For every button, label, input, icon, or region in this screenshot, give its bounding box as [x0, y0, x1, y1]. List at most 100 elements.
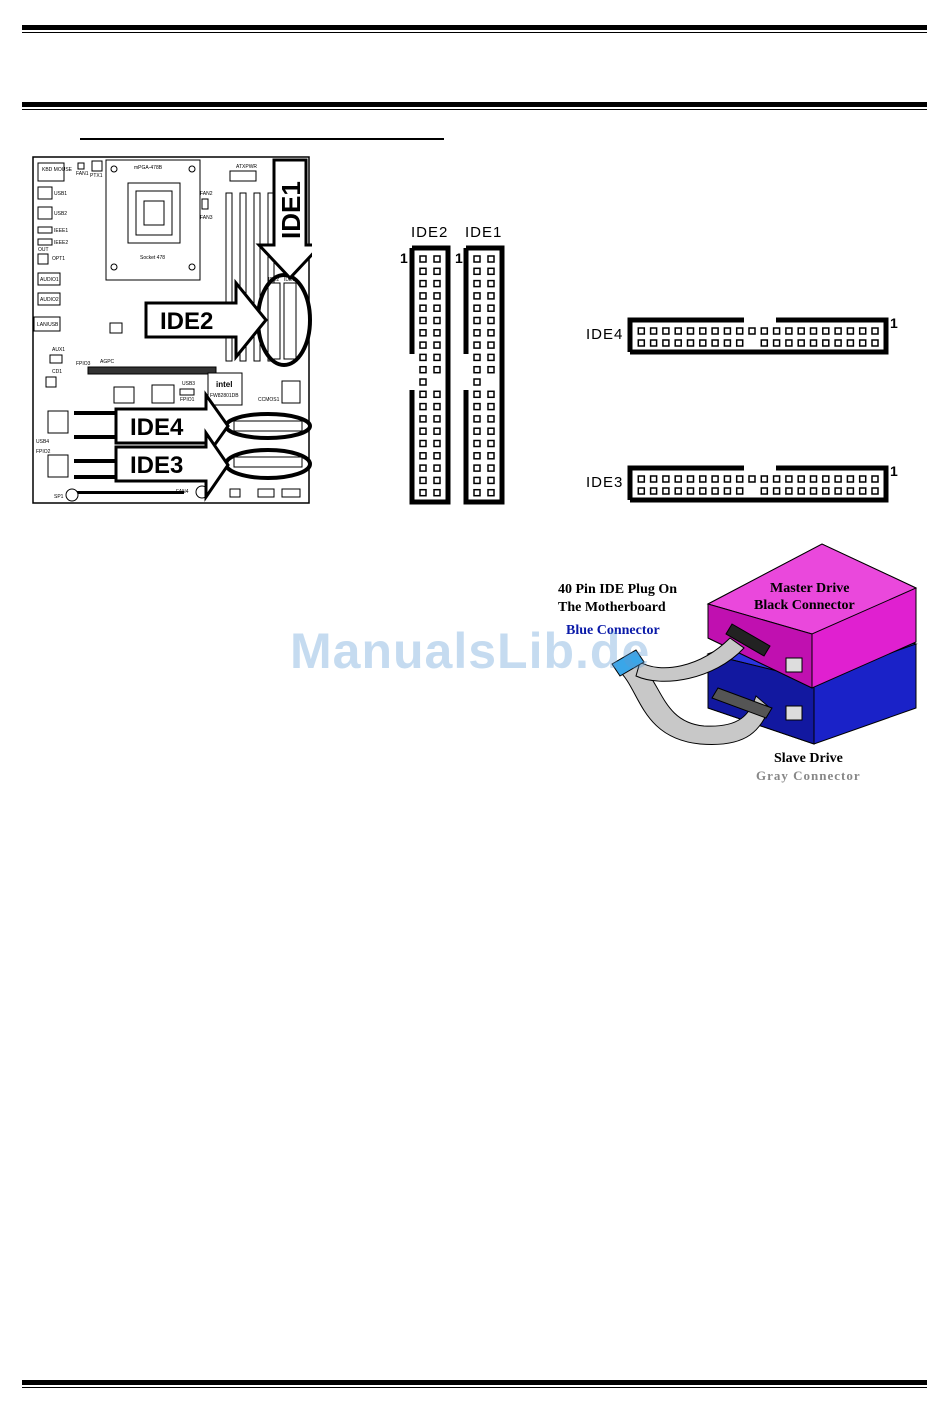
- connector-pin: [487, 415, 495, 423]
- connector-pin: [433, 304, 441, 312]
- connector-pin: [473, 427, 481, 435]
- connector-pin: [871, 327, 879, 335]
- connector-pin: [772, 327, 781, 335]
- connector-pin: [433, 292, 441, 300]
- connector-pin: [699, 475, 707, 483]
- ide1-arrow: [255, 158, 312, 281]
- connector-pin: [419, 390, 427, 399]
- connector-pin: [419, 464, 427, 472]
- usb2-label: USB2: [54, 211, 67, 217]
- connector-pin: [797, 327, 805, 335]
- kbd-mouse-port: [37, 162, 65, 182]
- lan-usb-port: [33, 316, 61, 332]
- ptx1-label: PTX1: [90, 173, 103, 179]
- ieee1-label: IEEE1: [54, 228, 68, 234]
- ide1-small-label: IDE1: [284, 277, 295, 283]
- connector-pin: [649, 475, 658, 483]
- connector-pin: [433, 415, 441, 423]
- lan-usb-label: LAN/USB: [37, 322, 59, 328]
- audio2-label: AUDIO2: [40, 297, 59, 303]
- slave-drive-label: Slave Drive: [774, 751, 843, 766]
- ide3-arrow: [114, 428, 230, 502]
- sp1-label: SP1: [54, 494, 64, 500]
- connector-pin: [822, 339, 830, 347]
- connector-pin: [473, 476, 481, 485]
- ide1-connector-label: IDE1: [465, 224, 503, 241]
- connector-pin: [433, 390, 441, 399]
- connector-pin: [473, 341, 481, 349]
- connector-pin: [785, 487, 793, 495]
- connector-pin: [674, 475, 682, 483]
- ide1-vertical-connector: [463, 245, 505, 505]
- connector-pin: [419, 341, 427, 349]
- connector-pin: [674, 487, 682, 495]
- connector-pin: [473, 488, 481, 497]
- top-rule-thick: [22, 25, 927, 30]
- ide4-arrow: [114, 390, 230, 462]
- connector-pin: [433, 488, 441, 497]
- connector-pin: [487, 464, 495, 472]
- connector-pin: [711, 487, 719, 495]
- connector-pin: [797, 487, 805, 495]
- ide4-horizontal-connector: [627, 317, 889, 355]
- connector-pin: [735, 339, 744, 347]
- connector-pin: [433, 439, 441, 448]
- ide3-pin-one-label: 1: [890, 463, 898, 479]
- usb3-label: USB3: [182, 381, 195, 387]
- ide4-callout-label: IDE4: [130, 414, 184, 441]
- dimm-slot: [253, 192, 261, 362]
- connector-pin: [487, 316, 495, 325]
- connector-pin: [419, 316, 427, 325]
- motherboard-layout-diagram: KBD MOUSE USB1 USB2 IEEE1 IEEE2 OUT OPT1…: [32, 156, 312, 504]
- connector-pin: [433, 316, 441, 325]
- connector-pin: [809, 327, 818, 335]
- connector-pin: [785, 475, 793, 483]
- connector-pin: [748, 475, 756, 483]
- connector-pin: [834, 339, 842, 347]
- connector-pin: [419, 267, 427, 276]
- connector-pin: [674, 327, 682, 335]
- gray-connector: [711, 687, 773, 719]
- connector-pin: [419, 378, 427, 386]
- atx-power-connector: [229, 170, 257, 182]
- ide3-callout-label: IDE3: [130, 452, 183, 479]
- connector-pin: [686, 339, 695, 347]
- connector-pin: [419, 452, 427, 460]
- plug-label-line2: The Motherboard: [558, 600, 666, 615]
- connector-pin: [487, 267, 495, 276]
- bottom-rule-thin: [22, 1387, 927, 1388]
- connector-pin: [735, 327, 744, 335]
- connector-pin: [723, 487, 732, 495]
- ide3-small-connector: [233, 456, 303, 468]
- connector-pin: [637, 475, 646, 483]
- connector-pin: [871, 487, 879, 495]
- pci-slot: [74, 435, 118, 439]
- connector-pin: [433, 476, 441, 485]
- connector-pin: [473, 267, 481, 276]
- connector-pin: [748, 327, 756, 335]
- connector-pin: [487, 452, 495, 460]
- connector-pin: [834, 475, 842, 483]
- agp-slot: [87, 366, 217, 375]
- connector-pin: [797, 339, 805, 347]
- connector-pin: [760, 487, 769, 495]
- connector-pin: [735, 475, 744, 483]
- usb1-label: USB1: [54, 191, 67, 197]
- opt1-label: OPT1: [52, 256, 65, 262]
- ide4-pin-one-label: 1: [890, 315, 898, 331]
- connector-pin: [433, 267, 441, 276]
- top-rule-thin: [22, 32, 927, 33]
- connector-pin: [473, 329, 481, 337]
- connector-pin: [858, 487, 867, 495]
- blue-connector: [611, 649, 645, 677]
- connector-pin: [419, 304, 427, 312]
- connector-pin: [711, 339, 719, 347]
- connector-pin: [473, 390, 481, 399]
- connector-pin: [723, 327, 732, 335]
- connector-pin: [649, 339, 658, 347]
- connector-pin: [473, 304, 481, 312]
- connector-pin: [846, 339, 855, 347]
- watermark: ManualsLib.de: [290, 623, 651, 679]
- ieee1-port: [37, 226, 53, 234]
- connector-pin: [487, 476, 495, 485]
